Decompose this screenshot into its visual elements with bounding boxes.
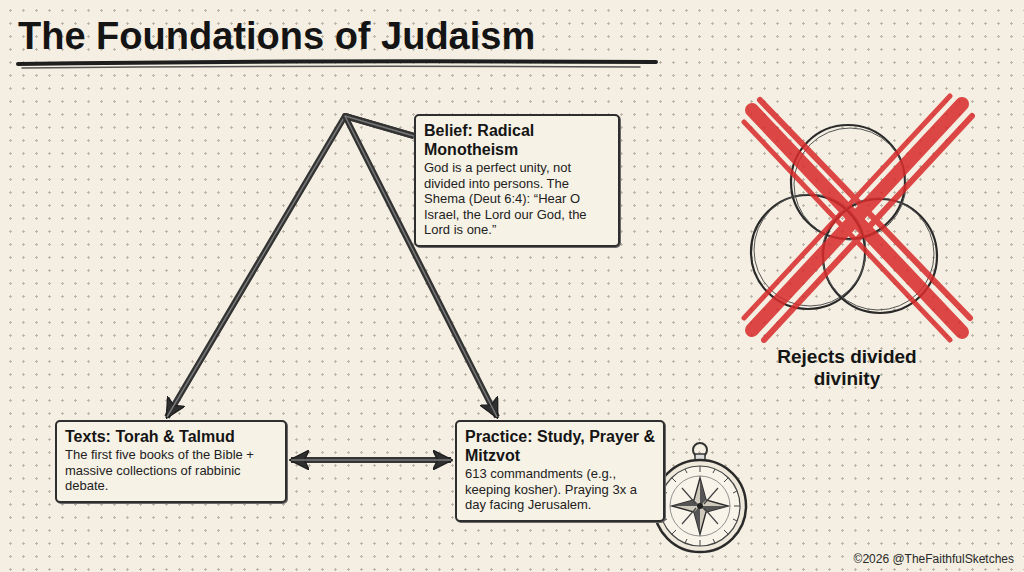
arrow-line bbox=[167, 116, 414, 417]
copyright-note: ©2026 @TheFaithfulSketches bbox=[854, 552, 1014, 566]
box-heading: Texts: Torah & Talmud bbox=[65, 427, 277, 446]
red-cross bbox=[744, 96, 972, 340]
symbol-caption: Rejects divided divinity bbox=[772, 346, 922, 390]
texts-box: Texts: Torah & TalmudThe first five book… bbox=[55, 420, 287, 503]
title-underline bbox=[22, 66, 640, 68]
practice-box: Practice: Study, Prayer & Mitzvot613 com… bbox=[455, 420, 665, 522]
connector-arrow bbox=[291, 460, 453, 461]
title-underline bbox=[18, 61, 656, 64]
pencil-highlight bbox=[291, 459, 451, 461]
compass-symbol bbox=[654, 443, 746, 552]
box-heading: Belief: Radical Monotheism bbox=[424, 121, 610, 159]
diagram-title: The Foundations of Judaism bbox=[18, 14, 535, 58]
box-heading: Practice: Study, Prayer & Mitzvot bbox=[465, 427, 655, 465]
pencil-highlight bbox=[167, 116, 414, 417]
box-body: 613 commandments (e.g., keeping kosher).… bbox=[465, 466, 655, 513]
box-body: The first five books of the Bible + mass… bbox=[65, 447, 277, 494]
belief-box: Belief: Radical MonotheismGod is a perfe… bbox=[414, 114, 620, 247]
connector-arrow bbox=[167, 116, 416, 418]
pencil-stroke bbox=[169, 117, 416, 418]
arrow-line bbox=[291, 457, 451, 463]
box-body: God is a perfect unity, not divided into… bbox=[424, 160, 610, 238]
